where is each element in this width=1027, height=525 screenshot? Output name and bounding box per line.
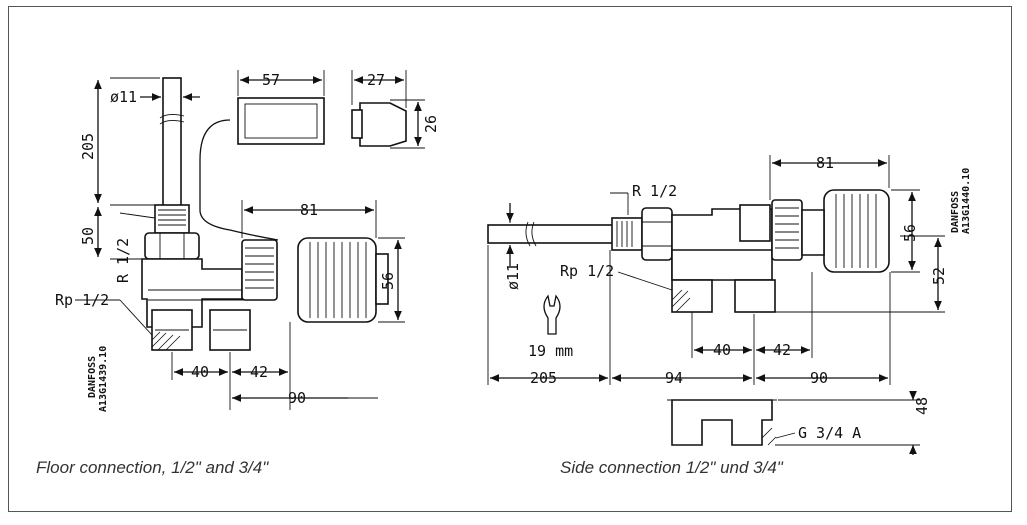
right-wrench-size: 19 mm xyxy=(528,342,573,360)
right-dim-205: 205 xyxy=(530,369,557,387)
left-dim-81: 81 xyxy=(300,201,318,219)
left-drawing-code-brand: DANFOSS xyxy=(87,356,98,398)
right-dim-52: 52 xyxy=(930,267,948,285)
right-dim-48: 48 xyxy=(913,397,931,415)
right-dim-pipe-diameter: ø11 xyxy=(504,263,522,290)
right-drawing-code-number: A13G1440.10 xyxy=(961,168,972,234)
left-dim-57: 57 xyxy=(262,71,280,89)
left-thread-rp: Rp 1/2 xyxy=(55,291,109,309)
left-dim-pipe-diameter: ø11 xyxy=(110,88,137,106)
left-drawing-code-number: A13G1439.10 xyxy=(98,346,109,412)
left-dim-42: 42 xyxy=(250,363,268,381)
right-dim-90: 90 xyxy=(810,369,828,387)
floor-connection-caption: Floor connection, 1/2" and 3/4" xyxy=(36,458,269,477)
right-thread-rp: Rp 1/2 xyxy=(560,262,614,280)
right-dim-94: 94 xyxy=(665,369,683,387)
floor-connection-drawing xyxy=(75,70,425,410)
side-connection-drawing xyxy=(487,155,945,455)
right-dim-40: 40 xyxy=(713,341,731,359)
left-dim-56: 56 xyxy=(379,272,397,290)
left-dim-26: 26 xyxy=(422,115,440,133)
right-dim-81: 81 xyxy=(816,154,834,172)
right-thread-r: R 1/2 xyxy=(632,182,677,200)
left-dim-27: 27 xyxy=(367,71,385,89)
left-dim-205: 205 xyxy=(79,133,97,160)
right-dim-56: 56 xyxy=(901,224,919,242)
right-drawing-code-brand: DANFOSS xyxy=(950,191,961,233)
left-dim-90: 90 xyxy=(288,389,306,407)
right-thread-g: G 3/4 A xyxy=(798,424,861,442)
left-dim-40: 40 xyxy=(191,363,209,381)
left-thread-r: R 1/2 xyxy=(114,238,132,283)
right-dim-42: 42 xyxy=(773,341,791,359)
left-dim-50: 50 xyxy=(79,227,97,245)
side-connection-caption: Side connection 1/2" und 3/4" xyxy=(560,458,783,477)
